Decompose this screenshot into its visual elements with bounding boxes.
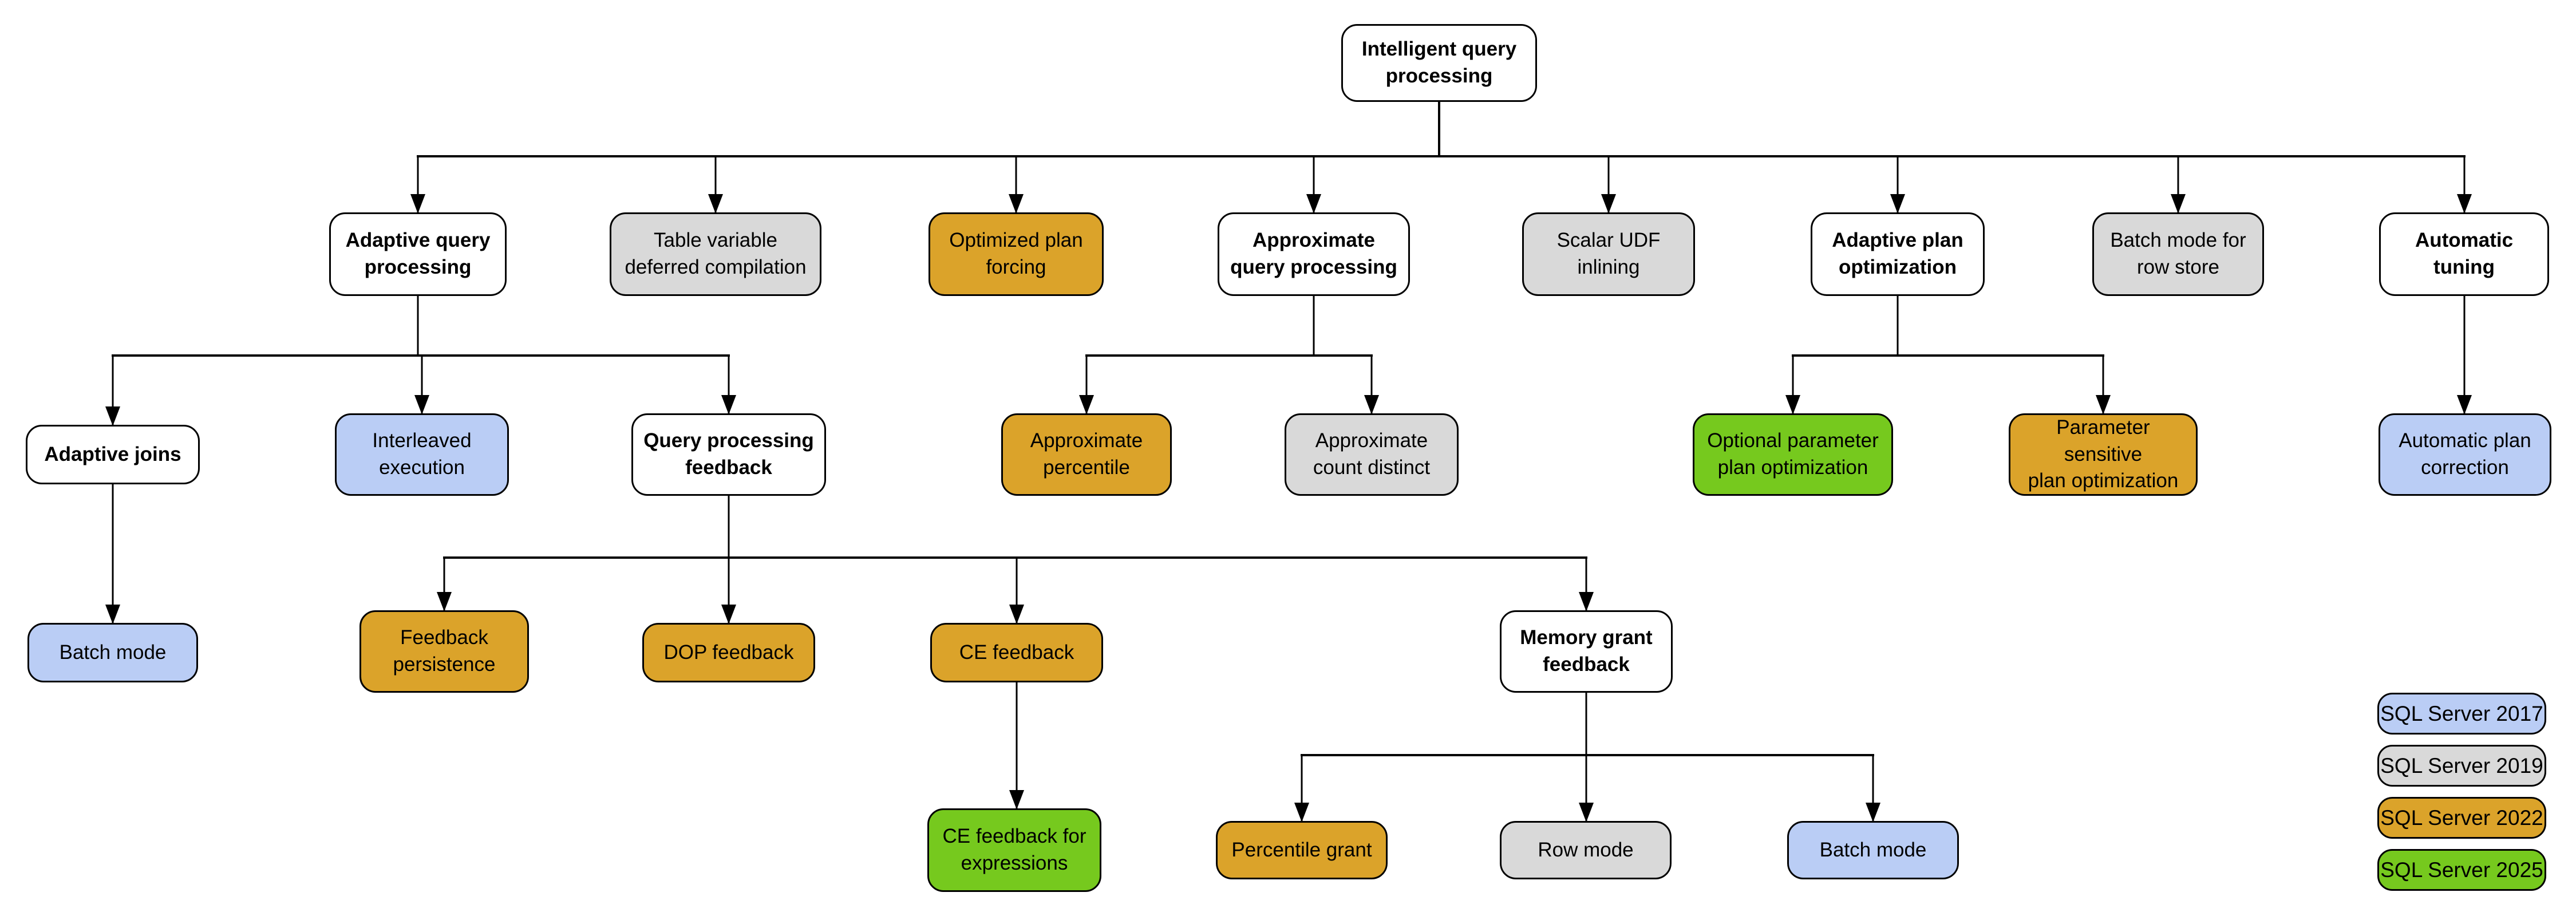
edges-adaptive-query-processing xyxy=(105,296,736,426)
legend-item-sql-server-2022: SQL Server 2022 xyxy=(2377,797,2546,839)
node-batch-mode-for-row-store: Batch mode for row store xyxy=(2092,212,2264,296)
node-optimized-plan-forcing: Optimized plan forcing xyxy=(929,212,1104,296)
node-approximate-query-processing: Approximate query processing xyxy=(1218,212,1410,296)
edges-root xyxy=(410,101,2472,214)
edges-query-processing-feedback xyxy=(437,496,1594,624)
node-query-processing-feedback: Query processing feedback xyxy=(631,413,826,496)
edges-memory-grant-feedback xyxy=(1294,693,1880,822)
node-adaptive-query-processing: Adaptive query processing xyxy=(329,212,507,296)
legend-item-sql-server-2017: SQL Server 2017 xyxy=(2377,693,2546,735)
node-batch-mode-adaptive-joins: Batch mode xyxy=(27,623,198,682)
node-dop-feedback: DOP feedback xyxy=(642,623,815,682)
node-parameter-sensitive-plan-optimization: Parameter sensitive plan optimization xyxy=(2009,413,2198,496)
node-row-mode: Row mode xyxy=(1500,821,1672,879)
node-automatic-plan-correction: Automatic plan correction xyxy=(2379,413,2551,496)
node-scalar-udf-inlining: Scalar UDF inlining xyxy=(1522,212,1695,296)
node-ce-feedback-for-expressions: CE feedback for expressions xyxy=(927,808,1101,892)
node-ce-feedback: CE feedback xyxy=(930,623,1103,682)
legend-item-sql-server-2025: SQL Server 2025 xyxy=(2377,849,2546,891)
node-adaptive-joins: Adaptive joins xyxy=(26,425,200,484)
node-batch-mode-memory-grant: Batch mode xyxy=(1787,821,1959,879)
node-memory-grant-feedback: Memory grant feedback xyxy=(1500,610,1673,693)
node-intelligent-query-processing: Intelligent query processing xyxy=(1341,24,1537,102)
node-table-variable-deferred-compilation: Table variable deferred compilation xyxy=(610,212,821,296)
edges-adaptive-plan-optimization xyxy=(1785,296,2111,414)
node-approximate-percentile: Approximate percentile xyxy=(1001,413,1172,496)
node-automatic-tuning: Automatic tuning xyxy=(2379,212,2549,296)
legend-item-sql-server-2019: SQL Server 2019 xyxy=(2377,745,2546,787)
edges-approximate-query-processing xyxy=(1079,296,1379,414)
node-percentile-grant: Percentile grant xyxy=(1216,821,1388,879)
node-adaptive-plan-optimization: Adaptive plan optimization xyxy=(1811,212,1985,296)
node-optional-parameter-plan-optimization: Optional parameter plan optimization xyxy=(1693,413,1893,496)
node-feedback-persistence: Feedback persistence xyxy=(359,610,529,693)
node-interleaved-execution: Interleaved execution xyxy=(335,413,509,496)
node-approximate-count-distinct: Approximate count distinct xyxy=(1285,413,1459,496)
